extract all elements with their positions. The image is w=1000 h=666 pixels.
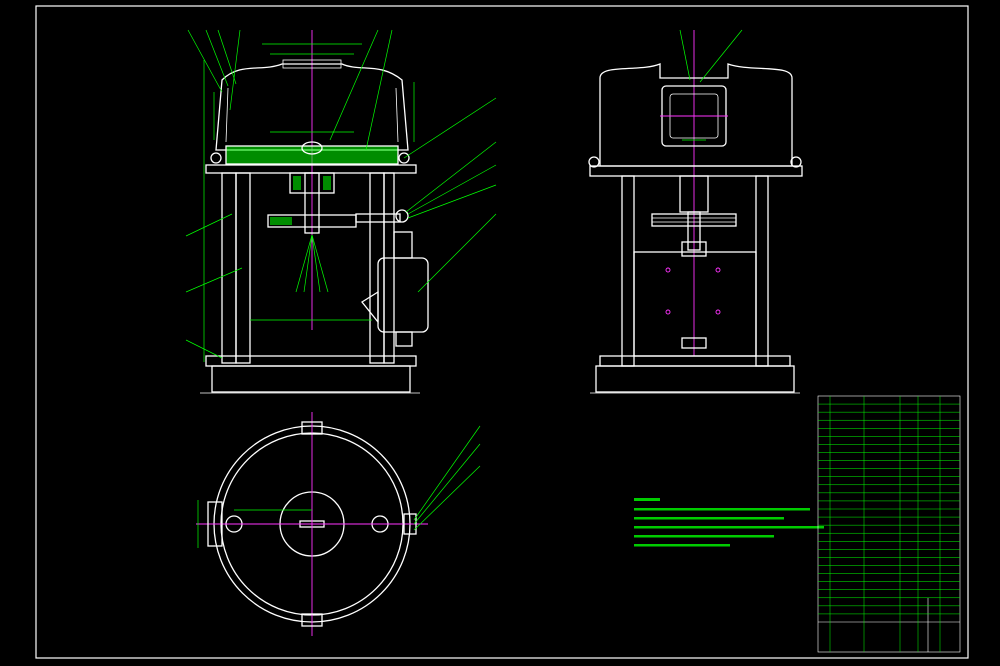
front-main-shaft: [304, 172, 320, 234]
front-hub: [301, 141, 323, 155]
leader-line: [679, 29, 691, 81]
side-motor-top: [681, 241, 707, 257]
front-bowl-inner-wall: [225, 87, 399, 143]
front-top-plate: [205, 164, 417, 174]
plan-bottom-clamp: [301, 613, 323, 627]
technical-notes: [634, 498, 824, 547]
front-left-column: [221, 172, 237, 364]
front-view: [185, 29, 497, 394]
plan-left-bracket: [207, 501, 223, 547]
front-motor: [377, 257, 429, 333]
front-left-lug: [210, 152, 222, 164]
front-drive-pivot: [395, 209, 409, 223]
leader-line: [407, 184, 497, 219]
front-motor-neck: [393, 231, 413, 259]
side-motor-box: [633, 251, 757, 357]
front-right-column-inner: [383, 172, 395, 364]
side-bolt: [665, 267, 671, 273]
front-bowl-top-cap: [282, 59, 342, 69]
notes-line: [634, 508, 810, 511]
leader-line: [405, 141, 497, 213]
leader-line: [417, 213, 497, 293]
leader-line: [205, 29, 229, 87]
front-pulley-section: [270, 217, 292, 225]
side-left-column: [621, 175, 635, 367]
leader-line: [365, 29, 393, 151]
front-basin-section: [226, 146, 398, 164]
front-rod: [311, 234, 329, 293]
leader-line: [413, 425, 481, 521]
leader-line: [407, 164, 497, 215]
side-bolt: [715, 267, 721, 273]
parts-list-table: [817, 395, 961, 653]
side-base-plate: [599, 355, 791, 367]
leader-line: [185, 267, 243, 293]
side-motor-bottom: [681, 337, 707, 349]
plan-right-clamp: [403, 513, 417, 535]
leader-line: [185, 339, 223, 359]
side-right-column: [755, 175, 769, 367]
front-bowl: [215, 63, 409, 151]
leader-line: [329, 29, 379, 141]
parts-list-border: [817, 395, 961, 653]
leader-line: [229, 29, 241, 111]
front-motor-base: [395, 331, 413, 347]
side-bolt: [715, 309, 721, 315]
front-bearing-section-left: [293, 176, 301, 190]
leader-line: [413, 443, 481, 525]
notes-line: [634, 526, 824, 529]
side-left-lug: [588, 156, 600, 168]
front-motor-bracket: [361, 290, 379, 324]
side-hopper: [599, 63, 793, 167]
front-rod: [311, 234, 321, 293]
notes-heading: [634, 498, 660, 501]
side-pulley: [651, 213, 737, 227]
side-right-lug: [790, 156, 802, 168]
side-foundation: [595, 365, 795, 393]
leader-line: [187, 29, 223, 93]
front-left-column-inner: [235, 172, 251, 364]
leader-line: [403, 97, 497, 159]
drawing-border: [35, 5, 969, 659]
front-right-lug: [398, 152, 410, 164]
side-top-plate: [589, 165, 803, 177]
leader-line: [217, 29, 237, 85]
notes-line: [634, 517, 784, 520]
front-drive-arm: [355, 213, 401, 223]
side-shaft: [687, 211, 701, 251]
leader-line: [185, 213, 233, 237]
plan-top-clamp: [301, 421, 323, 435]
front-bearing-section-right: [323, 176, 331, 190]
notes-line: [634, 544, 730, 547]
front-foundation: [211, 365, 411, 393]
front-rod: [303, 234, 313, 293]
side-bolt: [665, 309, 671, 315]
leader-line: [699, 29, 743, 83]
plan-view: [196, 412, 481, 636]
leader-line: [413, 465, 481, 531]
front-right-column: [369, 172, 385, 364]
side-view: [588, 29, 803, 394]
front-basin-outline: [225, 145, 399, 165]
notes-line: [634, 535, 774, 538]
front-rod: [295, 234, 313, 293]
